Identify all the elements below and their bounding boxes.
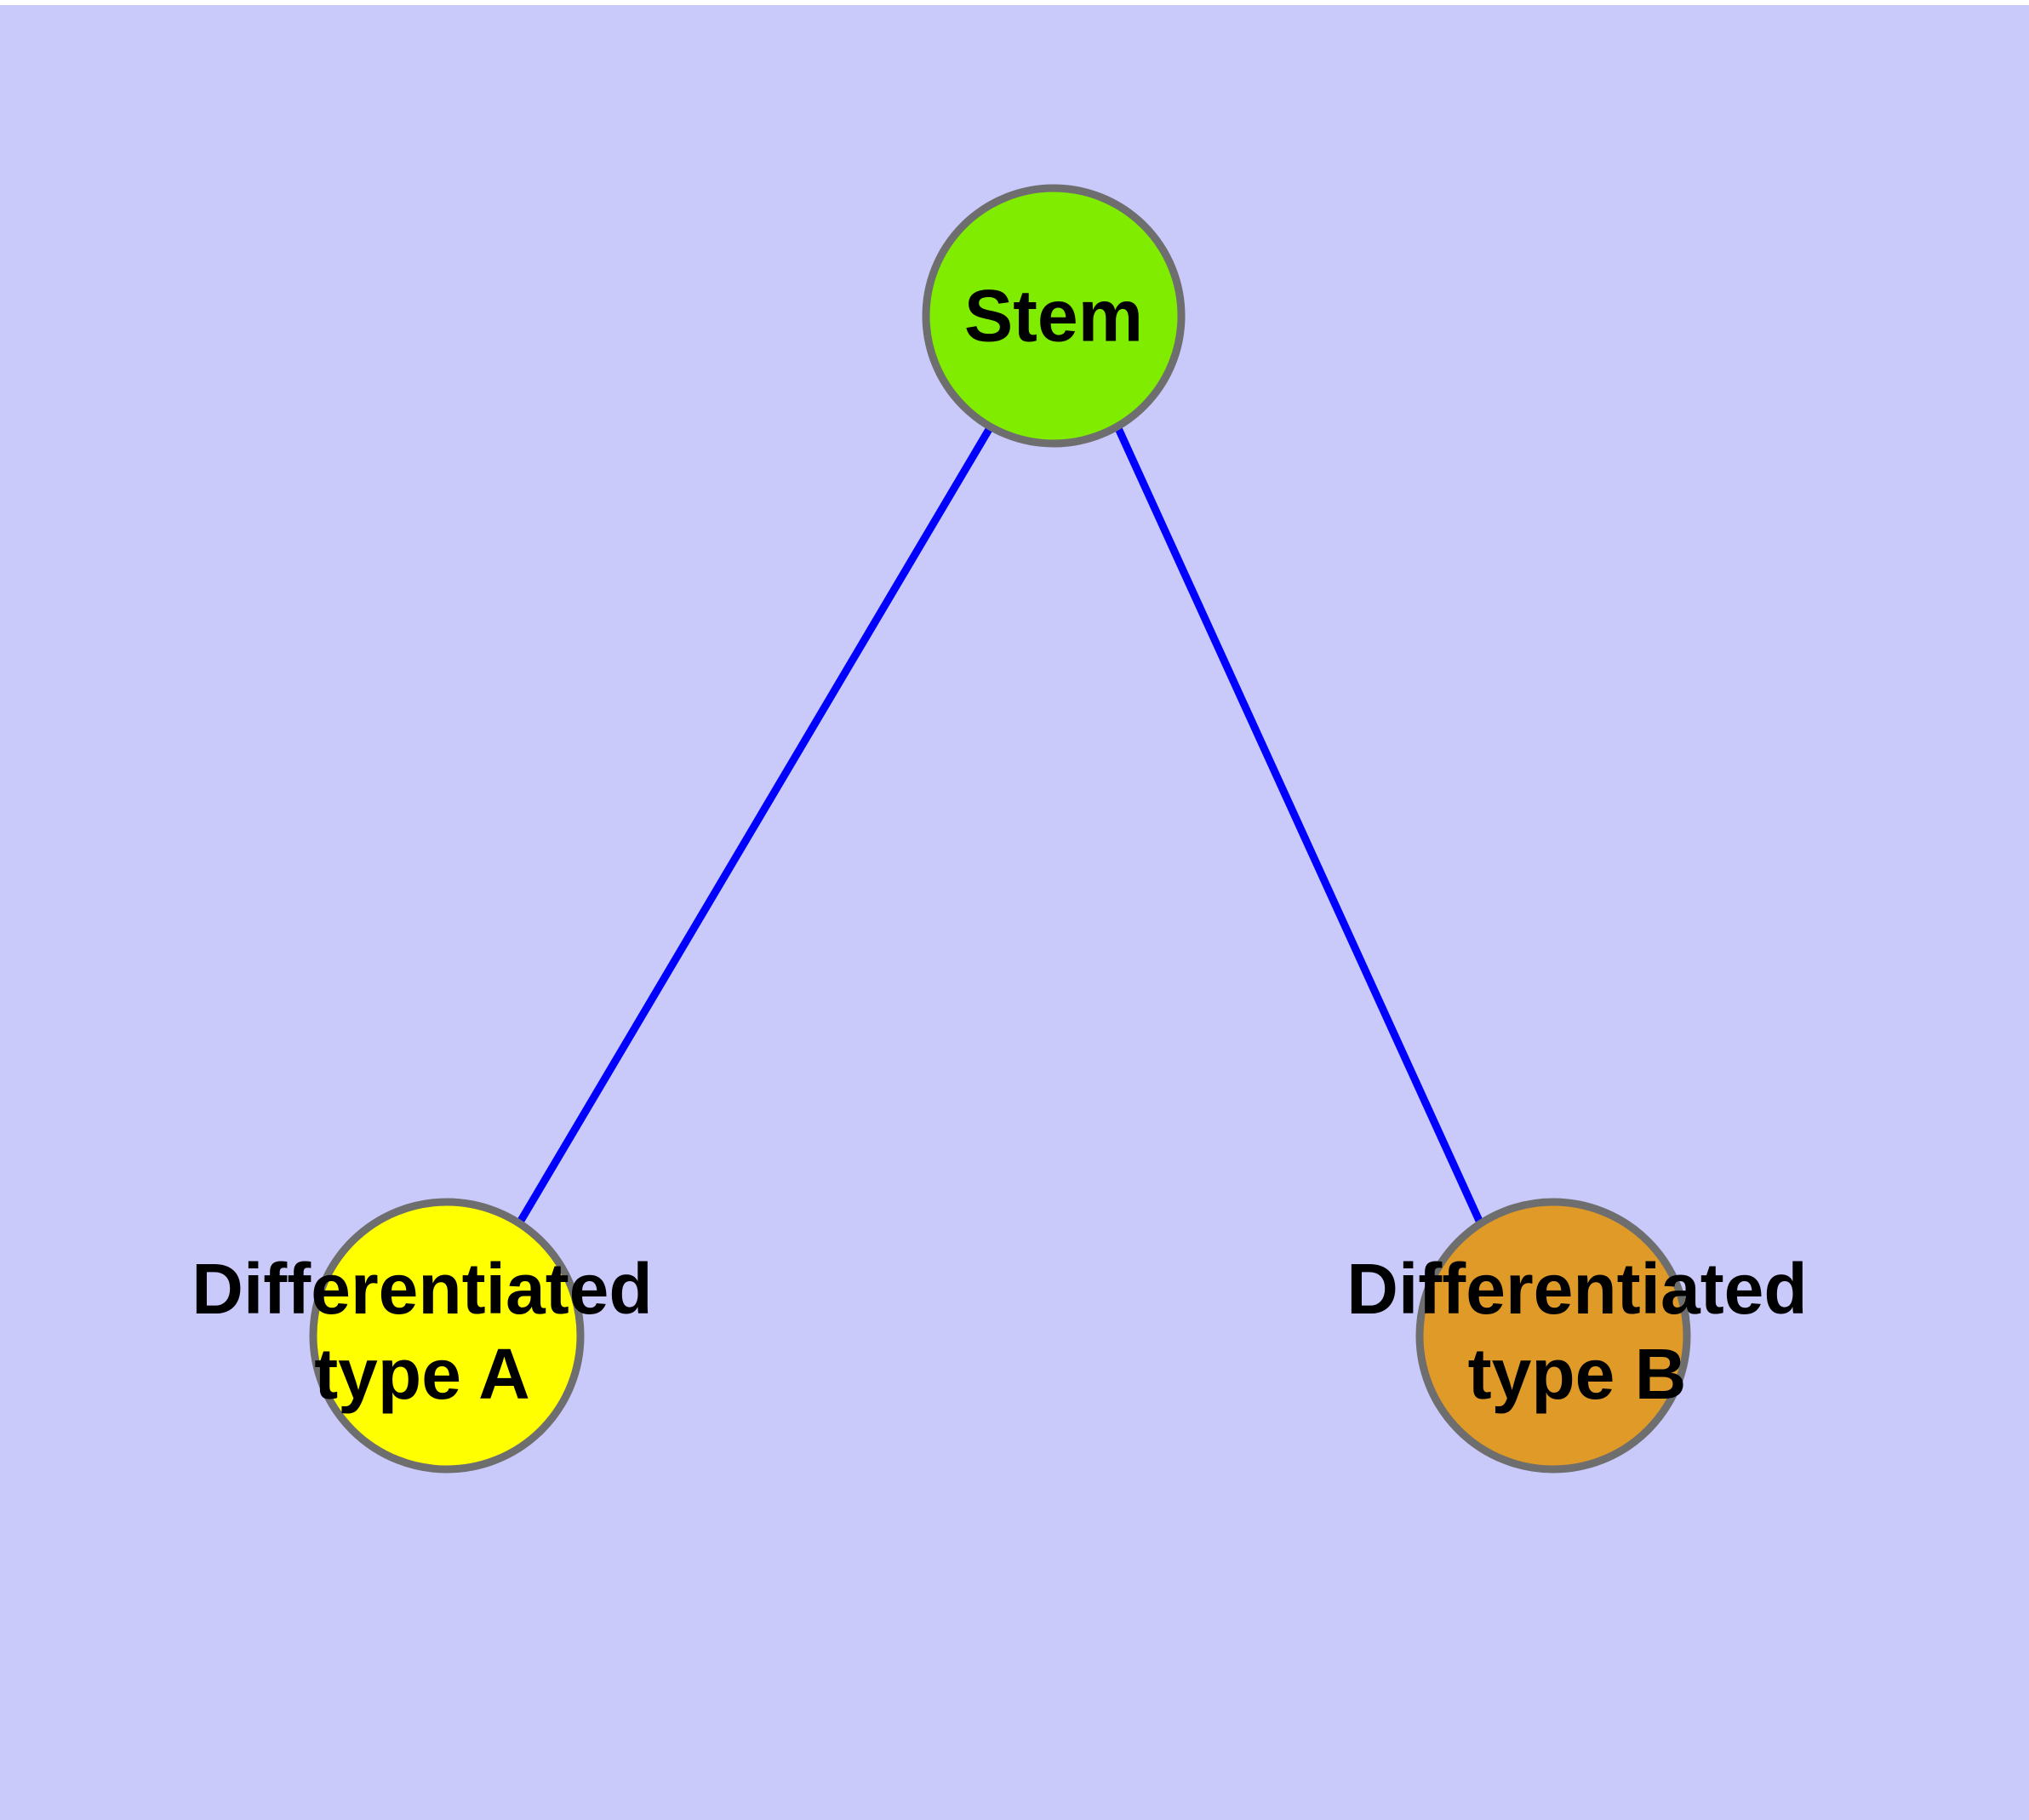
- node-label-differentiated-a-line2: type A: [314, 1334, 530, 1414]
- node-label-differentiated-a-line1: Differentiated: [191, 1249, 652, 1329]
- node-stem[interactable]: [922, 184, 1186, 448]
- node-label-stem: Stem: [964, 276, 1143, 358]
- edge-stem-to-differentiated-b[interactable]: [1113, 425, 1488, 1232]
- edge-stem-to-differentiated-a[interactable]: [512, 424, 994, 1232]
- node-differentiated-type-b[interactable]: [1415, 1198, 1691, 1474]
- node-differentiated-type-a[interactable]: [309, 1198, 585, 1474]
- node-label-differentiated-b-line2: type B: [1468, 1334, 1687, 1414]
- node-label-differentiated-b-line1: Differentiated: [1346, 1249, 1807, 1329]
